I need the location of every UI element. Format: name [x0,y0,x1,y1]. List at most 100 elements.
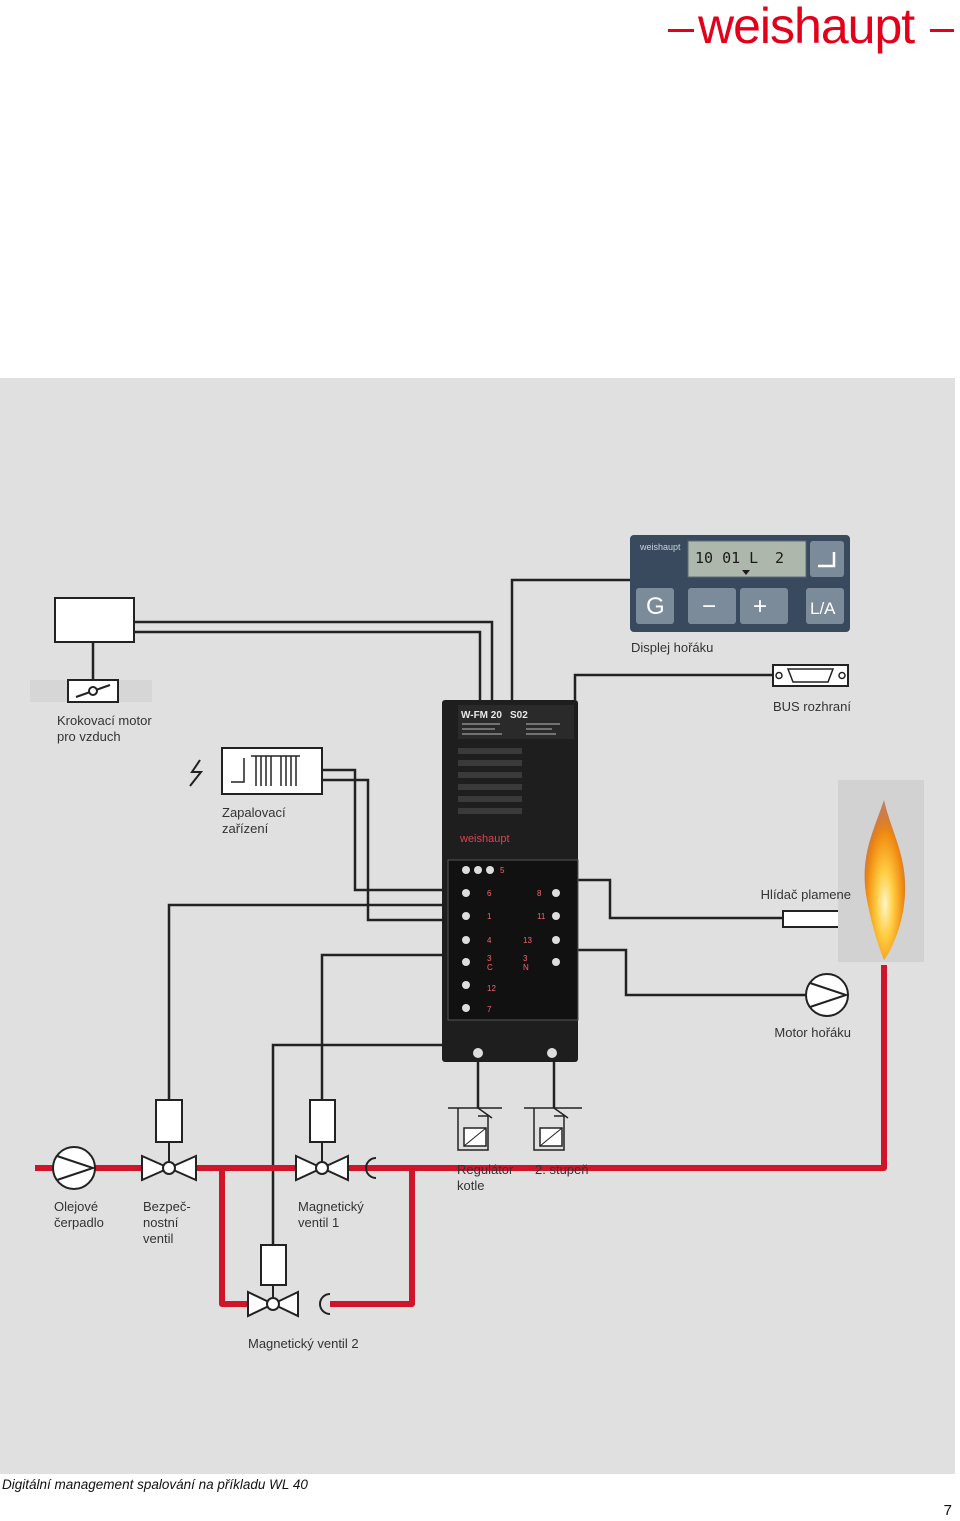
terminal-11: 11 [537,912,546,921]
nozzle-2-icon [319,1293,331,1315]
label-flame-monitor: Hlídač plamene [760,887,851,902]
wire-stepper-controller [134,620,494,700]
terminal-6: 6 [487,889,492,898]
bus-connector-plug [786,668,835,683]
page-number: 7 [943,1502,952,1519]
enter-icon [818,552,836,568]
regulator-contact [457,1108,489,1151]
oil-pump [52,1146,97,1190]
lcd-readout-right: 2 [775,549,784,567]
label-oil-pump: Olejové čerpadlo [54,1199,104,1230]
controller-fine-print [462,723,560,735]
controller-model: W-FM 20 [461,710,502,721]
label-valve2: Magnetický ventil 2 [248,1336,359,1351]
label-burner-motor: Motor hořáku [774,1025,851,1040]
bus-screw-right [838,671,846,680]
spark-icon [189,759,204,787]
label-safety-valve: Bezpeč- nostní ventil [143,1199,191,1246]
safety-valve-body-right [166,1154,197,1182]
wfm20-controller: W-FM 20 S02 weishaupt 5 6 1 4 3 [442,700,579,1062]
controller-vents [458,748,522,814]
minus-button [688,588,736,624]
terminal-3: 3 [487,954,492,963]
lcd-readout-left: 10 01 L [695,549,758,567]
ignition-coil [251,755,300,786]
ignition-terminal [231,758,245,783]
valve2-body-right [270,1290,299,1318]
valve2-body-left [247,1290,276,1318]
nozzle-1-icon [365,1157,377,1179]
terminal-1: 1 [487,912,492,921]
damper-axis [88,686,98,696]
burner-flame-icon [864,800,906,960]
minus-button-label: − [702,593,716,620]
burner-display: weishaupt 10 01 L 2 G − + L/A [630,535,850,632]
terminal-screws [462,866,560,1058]
stage2-contact [533,1108,565,1151]
burner-motor [805,973,850,1017]
weishaupt-logo: weishaupt [668,0,958,54]
controller-label-plate [458,705,574,739]
enter-button [810,541,844,577]
logo-dash-right [930,29,954,32]
wire-flame-monitor [578,878,783,920]
terminal-3b: 3 [523,954,528,963]
terminal-4: 4 [487,936,492,945]
magnetic-valve-1 [295,1099,377,1182]
label-stage2: 2. stupeň [535,1162,589,1177]
terminal-c: C [487,963,493,972]
safety-valve [141,1099,197,1182]
la-button-label: L/A [810,599,836,618]
stage2-switch [524,1107,582,1151]
display-brand: weishaupt [639,542,681,552]
figure-caption: Digitální management spalování na příkla… [2,1477,308,1492]
oil-line-nozzle [592,965,887,1171]
terminal-n: N [523,963,529,972]
lcd-indicator-arrow [742,570,750,575]
label-stepper-motor: Krokovací motor pro vzduch [57,713,152,744]
controller-brand: weishaupt [459,833,510,845]
magnetic-valve-2 [247,1244,331,1318]
terminal-7: 7 [487,1005,492,1014]
oil-line-branch [219,1168,250,1307]
terminal-12: 12 [487,984,496,993]
stepper-motor [30,597,152,703]
burner-motor-circle [805,973,849,1017]
terminal-13: 13 [523,936,532,945]
controller-suffix: S02 [510,710,528,721]
oil-pump-symbol [56,1155,97,1181]
wire-valve1 [320,953,442,1100]
ignition-device [189,747,323,795]
wire-display-controller [510,578,630,700]
logo-dash-left [668,29,694,32]
oil-lines [35,965,887,1307]
logo-wordmark: weishaupt [698,0,915,54]
valve1-coil [309,1099,336,1143]
wire-stepper-controller-2 [134,630,482,700]
la-button [806,588,844,624]
label-boiler-regulator: Regulátor kotle [457,1162,514,1193]
g-button [636,588,674,624]
oil-pump-circle [52,1146,96,1190]
wire-bus-controller [573,673,775,700]
label-display: Displej hořáku [631,640,714,655]
g-button-label: G [646,593,665,620]
valve1-body-right [319,1154,349,1182]
wire-ignition-1 [322,768,442,892]
valve1-body-left [295,1154,325,1182]
wire-safety-valve [167,903,442,1100]
terminal-8: 8 [537,889,542,898]
safety-valve-coil [155,1099,183,1143]
boiler-regulator [448,1107,502,1151]
bus-screw-left [775,671,783,680]
label-valve1: Magnetický ventil 1 [298,1199,364,1230]
valve2-coil [260,1244,287,1286]
control-wires [91,578,806,1245]
terminal-numbers: 5 6 1 4 3 C 12 7 8 11 13 3 N [487,866,546,1014]
plus-button-label: + [753,593,767,620]
plus-button [740,588,788,624]
ignition-box [221,747,323,795]
burner-motor-symbol [809,982,850,1008]
terminal-5: 5 [500,866,505,875]
